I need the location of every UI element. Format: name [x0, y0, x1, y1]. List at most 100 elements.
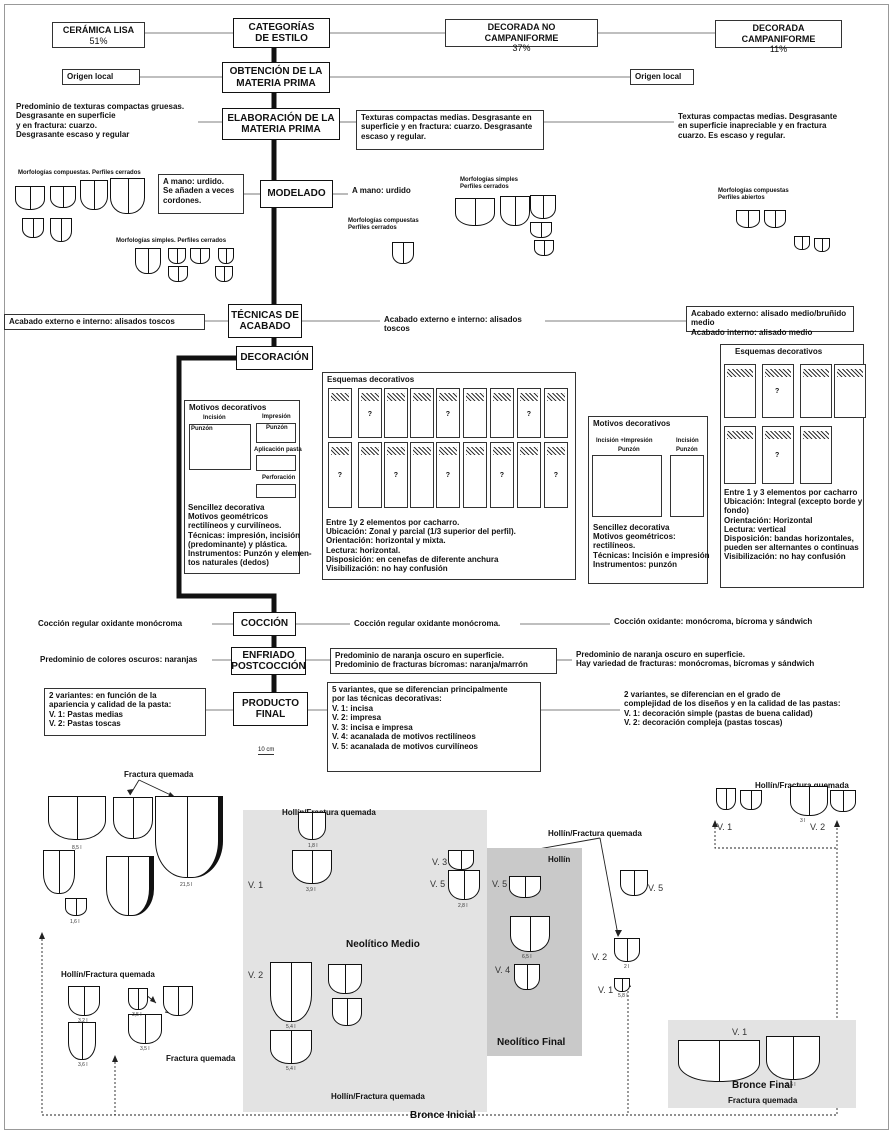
- enfriado-mid: Predominio de naranja oscuro en superfic…: [330, 648, 557, 674]
- producto-left: 2 variantes: en función de la apariencia…: [44, 688, 206, 736]
- label-bronce-final: Bronce Final: [732, 1080, 793, 1091]
- figure-frame: [4, 4, 889, 1130]
- scheme-tile: [544, 388, 568, 438]
- elaboracion-right: Texturas compactas medias. Desgrasante e…: [674, 110, 849, 150]
- stage-tecnicas: TÉCNICAS DE ACABADO: [228, 304, 302, 338]
- unknown-mark: ?: [393, 471, 399, 479]
- scheme-tile: ?: [328, 442, 352, 508]
- enfriado-left: Predominio de colores oscuros: naranjas: [36, 653, 212, 669]
- vessel-drawing: [510, 916, 550, 952]
- variant-label: V. 5: [430, 879, 446, 889]
- vessel-sketch: [814, 238, 830, 252]
- scheme-tile: ?: [490, 442, 514, 508]
- vessel-drawing: [620, 870, 648, 896]
- vessel-drawing: [128, 1014, 162, 1044]
- decor-impresion-label: Impresión: [262, 414, 291, 420]
- acabado-mid: Acabado externo e interno: alisados tosc…: [380, 313, 545, 333]
- stage-obtencion: OBTENCIÓN DE LA MATERIA PRIMA: [222, 62, 330, 93]
- vessel-sketch: [50, 186, 76, 208]
- capacity-caption: 1,6 l: [70, 919, 80, 925]
- vessel-drawing: [509, 876, 541, 898]
- scheme-tile: [410, 442, 434, 508]
- capacity-caption: 8,5 l: [786, 1082, 796, 1088]
- enfriado-right: Predominio de naranja oscuro en superfic…: [572, 648, 860, 674]
- vessel-drawing: [332, 998, 362, 1026]
- vessel-drawing: [48, 796, 106, 840]
- vessel-sketch: [530, 195, 556, 219]
- vessel-drawing: [328, 964, 362, 994]
- decor-schemes-text: Entre 1y 2 elementos por cacharro. Ubica…: [326, 518, 516, 573]
- vessel-drawing: [614, 978, 630, 992]
- capacity-caption: 6,5 l: [522, 954, 532, 960]
- vessel-drawing: [614, 938, 640, 962]
- scheme-tile: [800, 426, 832, 484]
- decor-schemes-right-title: Esquemas decorativos: [735, 347, 823, 356]
- label-bronce-inicial: Bronce Inicial: [410, 1110, 476, 1121]
- scheme-tile: [517, 442, 541, 508]
- category-bell: DECORADA CAMPANIFORME 11%: [715, 20, 842, 54]
- label-hollin-fract-1: Hollín/Fractura quemada: [282, 808, 376, 817]
- scheme-tile: ?: [762, 426, 794, 484]
- scheme-tile: ?: [436, 388, 460, 438]
- decor-schemes-title: Esquemas decorativos: [327, 375, 415, 384]
- decor-aplicacion-label: Aplicación pasta: [254, 447, 302, 453]
- unknown-mark: ?: [499, 471, 505, 479]
- acabado-right: Acabado externo: alisado medio/bruñido m…: [686, 306, 854, 337]
- label-fractura-mid: Fractura quemada: [166, 1054, 236, 1063]
- decor-mid-text: Sencillez decorativa Motivos geométricos…: [593, 523, 710, 569]
- vessel-sketch: [500, 196, 530, 226]
- unknown-mark: ?: [553, 471, 559, 479]
- capacity-caption: 3,9 l: [306, 887, 316, 893]
- decor-incision-label: Incisión: [203, 415, 226, 421]
- capacity-caption: 3,6 l: [78, 1062, 88, 1068]
- vessel-drawing: [292, 850, 332, 884]
- vessel-sketch: [110, 178, 145, 214]
- label-hollin-fract-4: Hollín/Fractura quemada: [61, 970, 155, 979]
- stage-modelado: MODELADO: [260, 180, 333, 208]
- variant-label: V. 2: [592, 952, 608, 962]
- coccion-right: Cocción oxidante: monócroma, bícroma y s…: [610, 615, 842, 633]
- scheme-tile: [724, 364, 756, 418]
- unknown-mark: ?: [775, 388, 780, 396]
- category-non-bell-pct: 37%: [512, 43, 531, 54]
- stage-enfriado: ENFRIADO POSTCOCCIÓN: [231, 647, 306, 675]
- category-plain: CERÁMICA LISA 51%: [52, 22, 145, 48]
- vessel-drawing: [790, 786, 828, 816]
- vessel-sketch: [736, 210, 760, 228]
- scheme-tile: ?: [436, 442, 460, 508]
- modelado-left: A mano: urdido. Se añaden a veces cordon…: [158, 174, 244, 214]
- category-non-bell: DECORADA NO CAMPANIFORME 37%: [445, 19, 598, 53]
- decor-mid-col1b: Punzón: [618, 447, 640, 453]
- capacity-caption: 2,8 l: [458, 903, 468, 909]
- vessel-drawing: [106, 856, 154, 916]
- variant-label: V. 2: [248, 970, 264, 980]
- stage-categories: CATEGORÍAS DE ESTILO: [233, 18, 330, 48]
- vessel-drawing: [43, 850, 75, 894]
- morph-composite-open: Morfologías compuestas Perfiles abiertos: [718, 188, 789, 201]
- category-plain-label: CERÁMICA LISA: [62, 25, 135, 35]
- mid-motif-tile-2: [670, 455, 704, 517]
- capacity-caption: 21,5 l: [180, 882, 193, 888]
- decor-motives-mid-title: Motivos decorativos: [593, 419, 671, 428]
- vessel-drawing: [678, 1040, 760, 1082]
- vessel-drawing: [298, 812, 326, 840]
- incision-motif-tile: [189, 424, 251, 470]
- vessel-drawing: [163, 986, 193, 1016]
- unknown-mark: ?: [775, 452, 780, 460]
- decor-punzon-label: Punzón: [191, 426, 213, 432]
- perforacion-motif-tile: [256, 484, 296, 498]
- label-hollin-fract-2: Hollín/Fractura quemada: [548, 829, 642, 838]
- vessel-drawing: [128, 988, 148, 1010]
- obtencion-right: Origen local: [630, 69, 694, 85]
- scheme-tile: ?: [384, 442, 408, 508]
- vessel-drawing: [270, 962, 312, 1022]
- vessel-drawing: [514, 964, 540, 990]
- aplicacion-motif-tile: [256, 455, 296, 471]
- capacity-caption: 5,4 l: [286, 1024, 296, 1030]
- capacity-caption: 8,5 l: [72, 845, 82, 851]
- scheme-tile: ?: [517, 388, 541, 438]
- scheme-tile: ?: [762, 364, 794, 418]
- variant-label: V. 1: [717, 822, 733, 832]
- unknown-mark: ?: [445, 410, 451, 418]
- scheme-tile: [410, 388, 434, 438]
